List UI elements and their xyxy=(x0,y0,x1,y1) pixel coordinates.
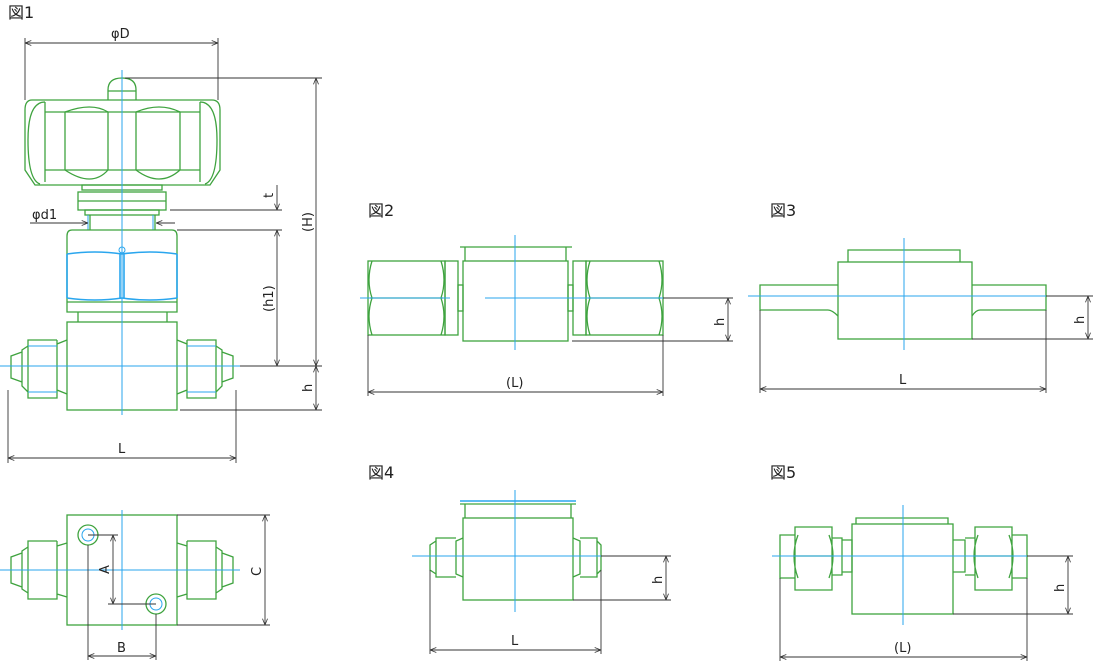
fig3-dim-L: L xyxy=(899,373,907,388)
dim-H: (H) xyxy=(301,212,316,232)
dim-h: h xyxy=(301,384,316,392)
dim-t: t xyxy=(262,193,277,198)
fig3-title: 図3 xyxy=(770,201,796,220)
fig1-bottom-view: C A B xyxy=(0,510,270,660)
fig4-dim-h: h xyxy=(651,576,666,584)
fig3-view: 図3 h L xyxy=(748,201,1093,393)
fig5-title: 図5 xyxy=(770,463,796,482)
fig2-title: 図2 xyxy=(368,201,394,220)
fig3-dim-h: h xyxy=(1073,316,1088,324)
dim-phiD: φD xyxy=(111,27,130,42)
fig5-view: 図5 h (L) xyxy=(770,463,1073,661)
fig4-title: 図4 xyxy=(368,463,394,482)
fig2-view: 図2 h (L) xyxy=(360,201,733,396)
dim-L: L xyxy=(118,442,126,457)
dim-A: A xyxy=(98,565,113,574)
fig2-dim-h: h xyxy=(713,318,728,326)
fig4-view: 図4 h L xyxy=(368,463,671,654)
fig4-dim-L: L xyxy=(511,634,519,649)
fig1-side-view: 図1 φD xyxy=(0,3,322,463)
dim-h1: (h1) xyxy=(262,285,277,312)
dim-C: C xyxy=(250,567,265,576)
fig5-dim-h: h xyxy=(1053,584,1068,592)
fig2-dim-L: (L) xyxy=(506,376,523,391)
dim-phid1: φd1 xyxy=(32,208,57,223)
dim-B: B xyxy=(117,641,126,656)
fig1-title: 図1 xyxy=(8,3,34,22)
fig5-dim-L: (L) xyxy=(894,641,911,656)
